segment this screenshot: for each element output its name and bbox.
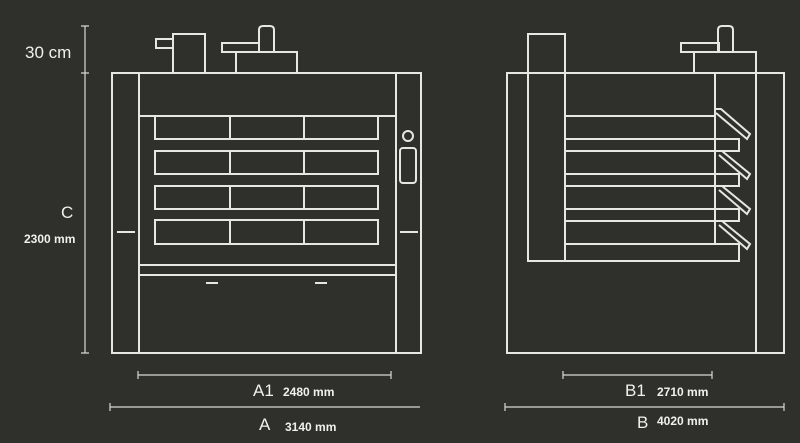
side-depth-dimensions: B1 2710 mm B 4020 mm <box>504 371 785 432</box>
side-steam-tab <box>680 42 720 53</box>
steam-unit-tab <box>221 42 260 53</box>
side-handle-3 <box>718 185 752 216</box>
front-width-dimensions: A1 2480 mm A 3140 mm <box>109 371 420 434</box>
side-chimney-column <box>527 33 566 262</box>
side-steam-base <box>693 51 757 74</box>
height-dim-ticks <box>81 25 89 354</box>
a1-label: A1 <box>253 381 274 400</box>
height-dimension: 30 cm C 2300 mm <box>24 25 89 354</box>
side-view <box>506 25 785 354</box>
side-top-units <box>680 25 757 74</box>
burner-tab <box>155 38 174 49</box>
side-deck-plate-4 <box>564 243 740 262</box>
deck-door-4 <box>154 219 379 245</box>
a-value: 3140 mm <box>285 420 336 434</box>
side-handle-4 <box>718 220 752 251</box>
burner-box <box>172 33 206 74</box>
door-handles-side <box>715 108 752 251</box>
b1-label: B1 <box>625 381 646 400</box>
side-deck-plate-3 <box>564 208 740 222</box>
side-handle-1 <box>715 108 752 141</box>
side-deck-1 <box>564 115 716 140</box>
control-knob-icon <box>402 130 414 142</box>
a-label: A <box>259 415 271 434</box>
b1-dim-line <box>562 371 713 379</box>
deck-door-1 <box>154 115 379 140</box>
b-dim-line <box>504 403 785 411</box>
side-deck-3 <box>564 185 716 210</box>
top-clearance-label: 30 cm <box>25 43 71 62</box>
deck-door-3 <box>154 185 379 210</box>
front-top-units <box>155 25 298 74</box>
side-handle-2 <box>718 150 752 181</box>
a1-dim-line <box>137 371 392 379</box>
side-deck-plate-2 <box>564 173 740 187</box>
front-base-rails <box>139 264 396 276</box>
front-view <box>111 25 422 354</box>
b-value: 4020 mm <box>657 414 708 428</box>
steam-unit-base <box>235 51 298 74</box>
side-flue <box>717 25 734 52</box>
a1-value: 2480 mm <box>283 385 334 399</box>
height-value: 2300 mm <box>24 232 75 246</box>
height-label: C <box>61 203 73 222</box>
deck-door-2 <box>154 150 379 175</box>
flue-chimney <box>258 25 275 52</box>
side-deck-4 <box>564 220 716 245</box>
b1-value: 2710 mm <box>657 385 708 399</box>
side-decks <box>564 115 740 262</box>
side-deck-plate-1 <box>564 138 740 152</box>
deck-doors <box>154 115 379 245</box>
side-deck-2 <box>564 150 716 175</box>
b-label: B <box>637 413 648 432</box>
side-body-outline <box>506 72 785 354</box>
door-dividers <box>229 116 305 244</box>
a-dim-line <box>109 403 420 411</box>
control-panel-display <box>399 147 417 184</box>
